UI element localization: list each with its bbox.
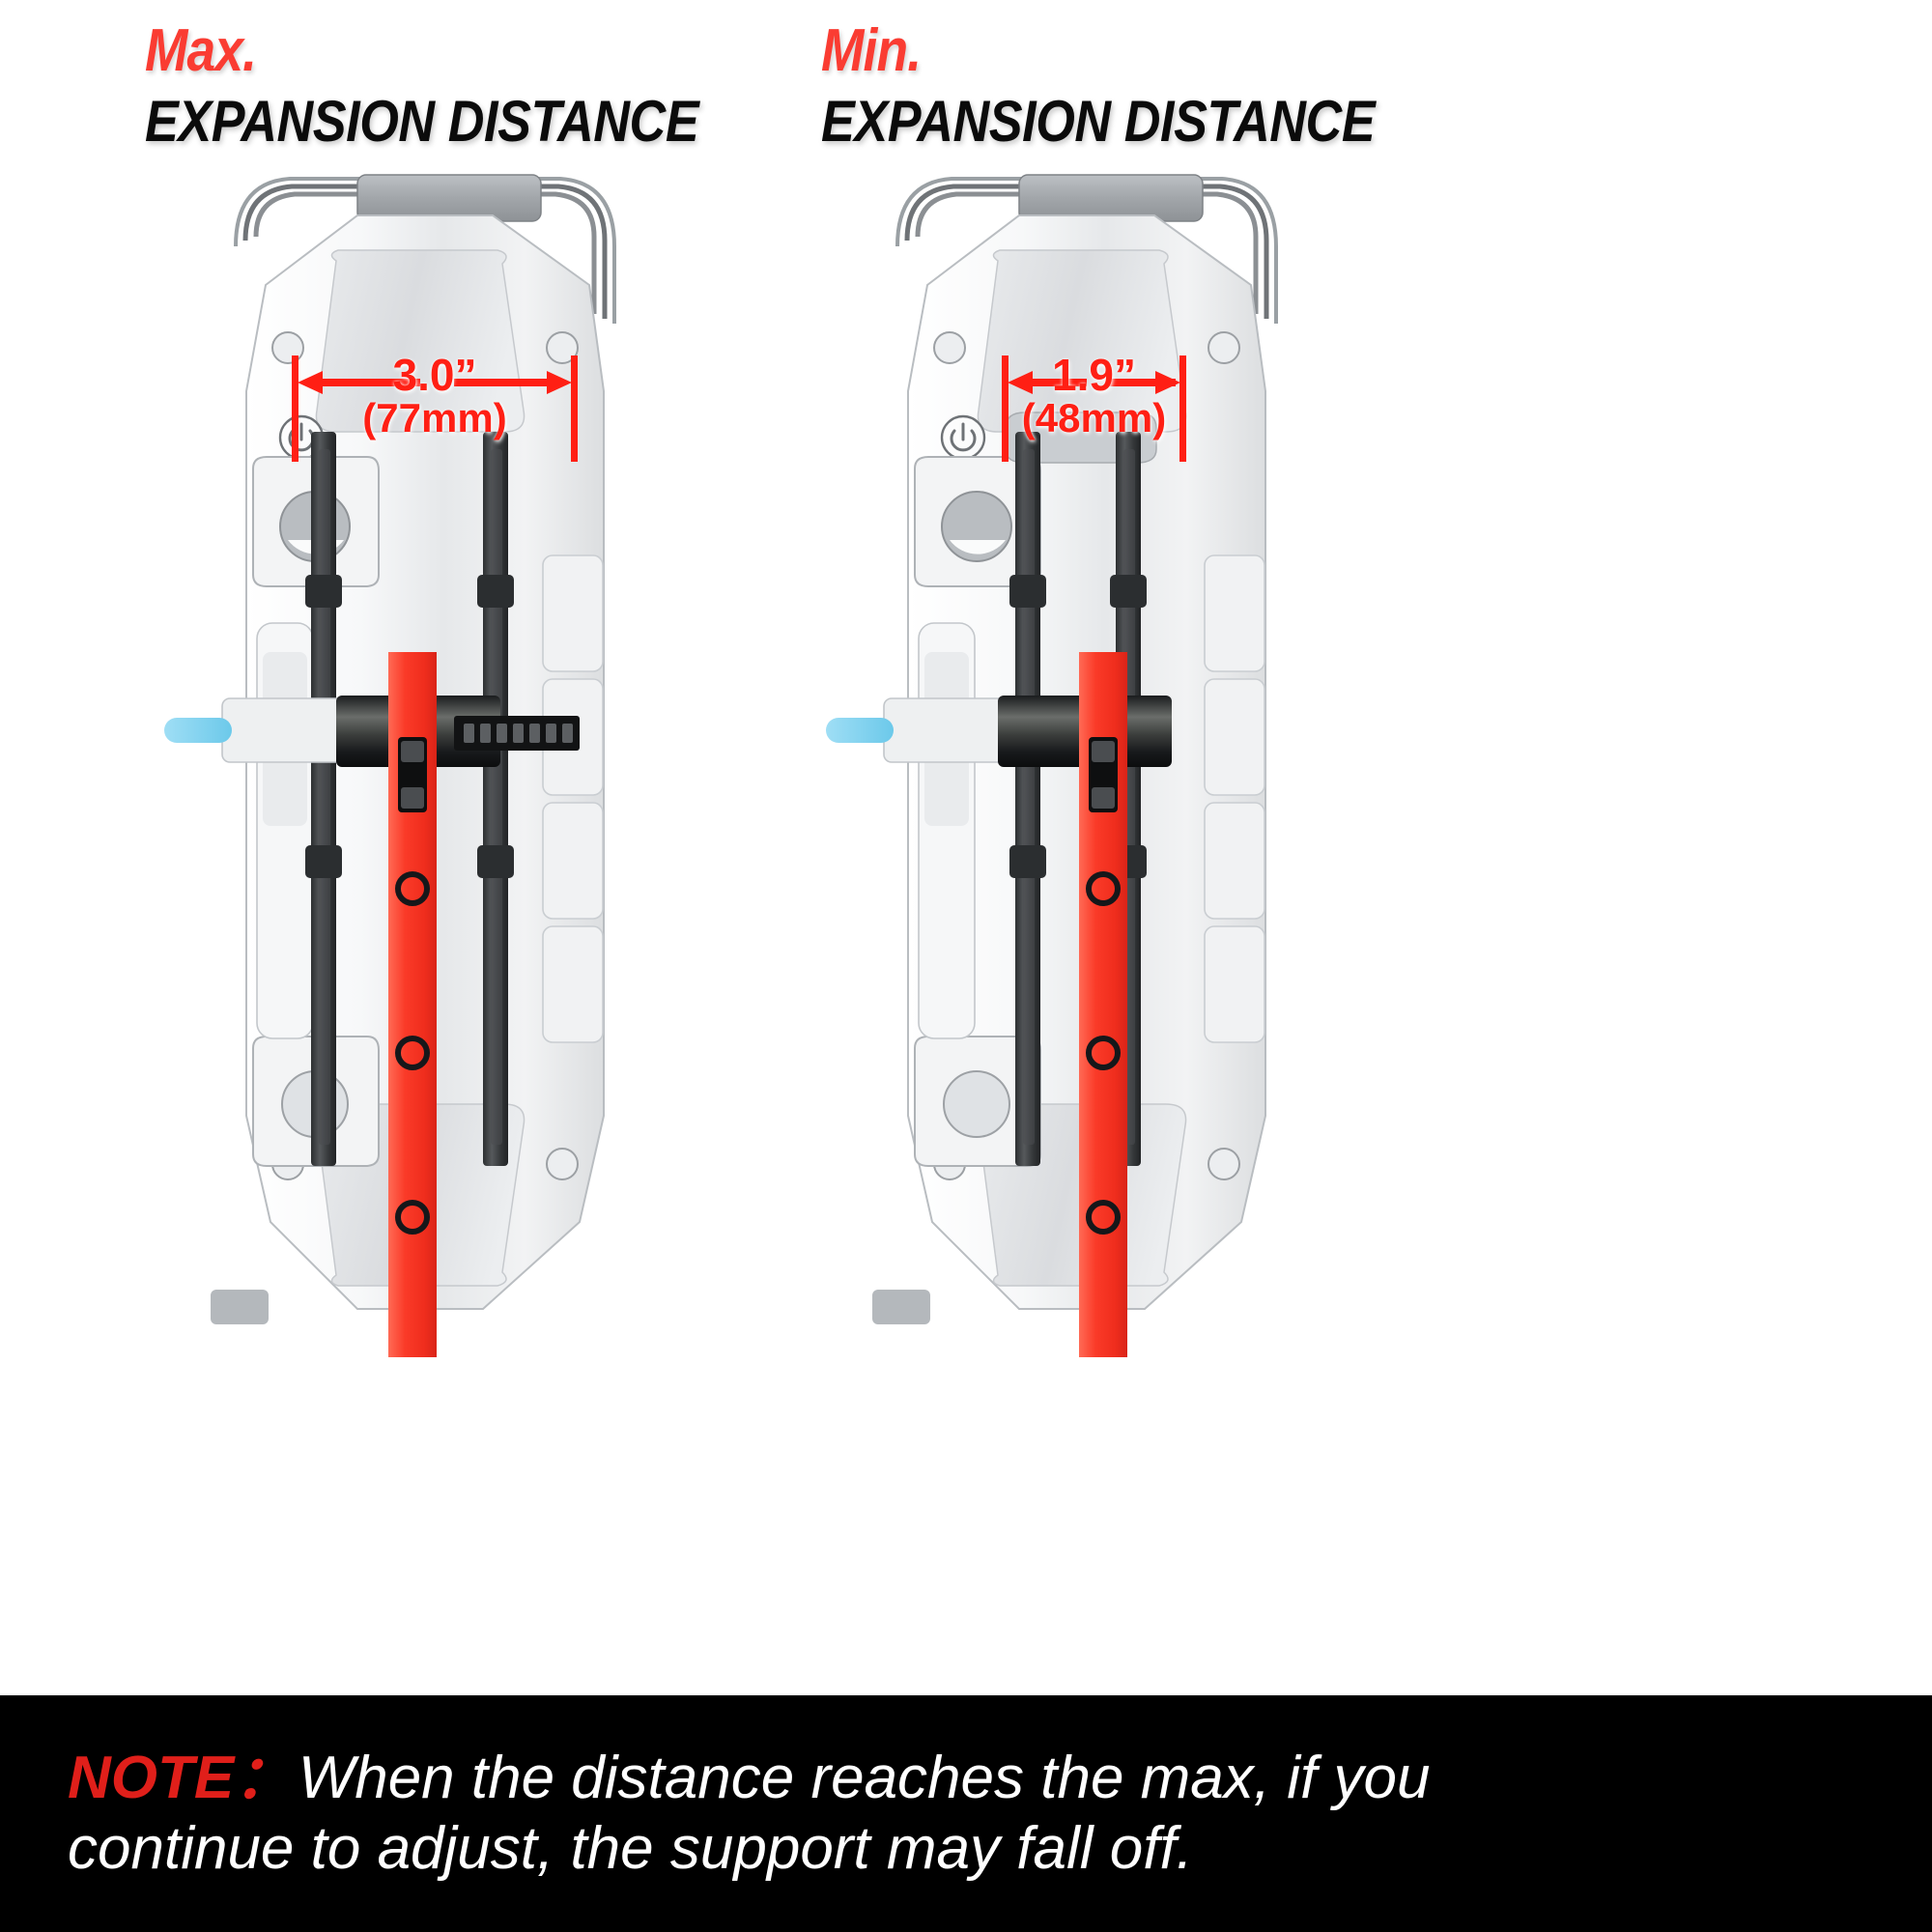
extension-line-right (1179, 355, 1186, 462)
strap-grommet-2 (1086, 1036, 1121, 1070)
screw-top-right (546, 331, 579, 364)
extension-line-right (571, 355, 578, 462)
top-clamp-bar (1018, 174, 1204, 222)
screw-bottom-right (1208, 1148, 1240, 1180)
mount-hole-lower (943, 1070, 1010, 1138)
note-banner: NOTE： When the distance reaches the max,… (0, 1695, 1932, 1932)
rail-clip-right-lower (477, 845, 514, 878)
top-clamp-bar (356, 174, 542, 222)
note-text-line-1: When the distance reaches the max, if yo… (298, 1744, 1431, 1811)
foot-tab-left (211, 1290, 269, 1324)
strap-grommet-1 (395, 871, 430, 906)
strap-grommet-2 (395, 1036, 430, 1070)
dimension-callout-max: 3.0” (77mm) (290, 353, 580, 462)
cyan-tip (164, 718, 232, 743)
note-content: NOTE： When the distance reaches the max,… (0, 1744, 1932, 1882)
strap-grommet-3 (395, 1200, 430, 1235)
dimension-arrows-min (1002, 355, 1186, 462)
panel-title-max: EXPANSION DISTANCE (145, 89, 699, 154)
cyan-tip (826, 718, 894, 743)
dimension-arrows-max (292, 355, 578, 462)
device-render-min (826, 174, 1278, 1357)
arrow-right-icon (454, 371, 572, 394)
rail-clip-left-upper (1009, 575, 1046, 608)
screw-bottom-right (546, 1148, 579, 1180)
arrow-right-icon (1108, 371, 1180, 394)
side-rib-right (542, 554, 604, 1043)
extension-line-left (292, 355, 298, 462)
screw-top-left (933, 331, 966, 364)
foot-tab-left (872, 1290, 930, 1324)
arrow-left-icon (1008, 371, 1087, 394)
dimension-callout-min: 1.9” (48mm) (1000, 353, 1188, 462)
side-rib-right (1204, 554, 1265, 1043)
rail-clip-right-upper (1110, 575, 1147, 608)
panel-header-max: Max. EXPANSION DISTANCE (145, 21, 781, 151)
rail-clip-left-lower (305, 845, 342, 878)
note-label: NOTE： (68, 1744, 295, 1811)
panel-title-min: EXPANSION DISTANCE (821, 89, 1376, 154)
panel-header-min: Min. EXPANSION DISTANCE (821, 21, 1458, 151)
panel-tag-max: Max. (145, 17, 257, 84)
strap-grommet-3 (1086, 1200, 1121, 1235)
panel-tag-min: Min. (821, 17, 922, 84)
note-line-1: NOTE： When the distance reaches the max,… (68, 1744, 1864, 1811)
device-render-max (164, 174, 616, 1357)
ratchet-teeth (464, 724, 573, 743)
product-illustration-min (826, 169, 1348, 1357)
note-line-2: continue to adjust, the support may fall… (68, 1814, 1864, 1882)
rail-clip-right-upper (477, 575, 514, 608)
arrow-left-icon (298, 371, 420, 394)
note-text-line-2: continue to adjust, the support may fall… (68, 1814, 1193, 1882)
screw-top-right (1208, 331, 1240, 364)
product-illustration-max (164, 169, 686, 1357)
rail-clip-left-lower (1009, 845, 1046, 878)
strap-grommet-1 (1086, 871, 1121, 906)
extension-line-left (1002, 355, 1009, 462)
rail-clip-left-upper (305, 575, 342, 608)
